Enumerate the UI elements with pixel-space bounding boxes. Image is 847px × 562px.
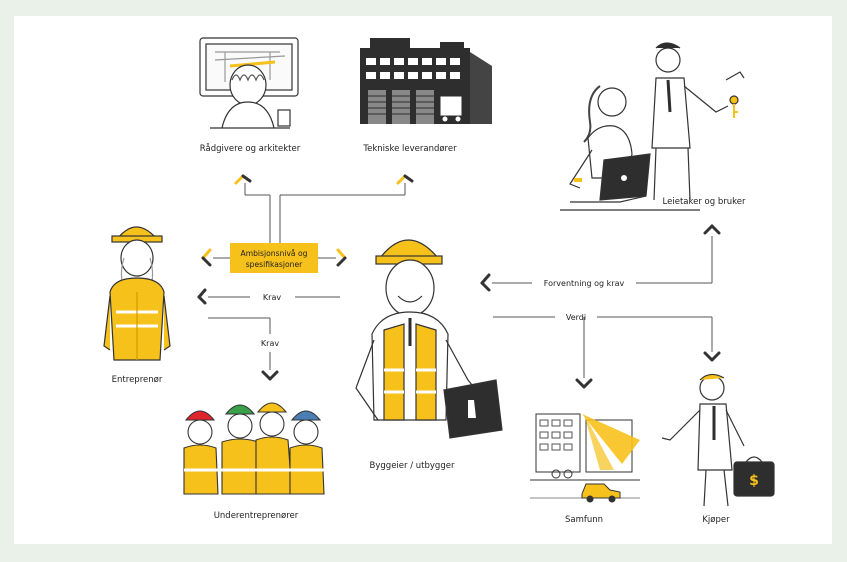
arrow-up-icon — [703, 224, 721, 235]
society-illustration — [530, 413, 640, 503]
node-entreprenor: Entreprenør — [112, 375, 163, 385]
krav-label-2: Krav — [261, 339, 279, 348]
node-kjoper: Kjøper — [702, 515, 730, 525]
buyer-illustration: $ — [661, 373, 775, 507]
owner-illustration — [355, 239, 503, 439]
arrow-right-icon — [336, 248, 347, 267]
krav-label-1: Krav — [263, 293, 281, 302]
building-illustration — [360, 38, 492, 124]
ambition-box: Ambisjonsnivå og spesifikasjoner — [230, 243, 318, 273]
node-tekniske: Tekniske leverandører — [362, 144, 457, 154]
ambition-label-line1: Ambisjonsnivå og — [241, 249, 308, 258]
tenant-illustration — [560, 42, 745, 211]
node-underentreprenorer: Underentreprenører — [214, 511, 299, 521]
arrow-up-icon — [396, 174, 414, 185]
contractor-illustration — [103, 226, 171, 361]
dollar-sign-icon: $ — [749, 473, 759, 489]
arrow-left-icon — [197, 288, 207, 305]
arrow-left-icon — [480, 273, 491, 292]
arrow-down-icon — [575, 378, 593, 389]
node-byggeier: Byggeier / utbygger — [370, 461, 455, 471]
ambition-label-line2: spesifikasjoner — [246, 260, 303, 269]
connector-lines — [208, 183, 713, 378]
arrow-up-icon — [234, 174, 252, 185]
forventning-label: Forventning og krav — [544, 279, 625, 288]
node-radgivere: Rådgivere og arkitekter — [200, 143, 301, 154]
node-leietaker: Leietaker og bruker — [663, 197, 746, 207]
node-samfunn: Samfunn — [565, 515, 603, 525]
subcontractors-illustration — [183, 402, 325, 495]
arrow-left-icon — [201, 248, 212, 267]
arrow-down-icon — [261, 370, 279, 381]
advisor-illustration — [199, 37, 299, 129]
arrow-marks — [197, 174, 721, 389]
verdi-label: Verdi — [566, 313, 586, 322]
arrow-down-icon — [703, 351, 721, 362]
